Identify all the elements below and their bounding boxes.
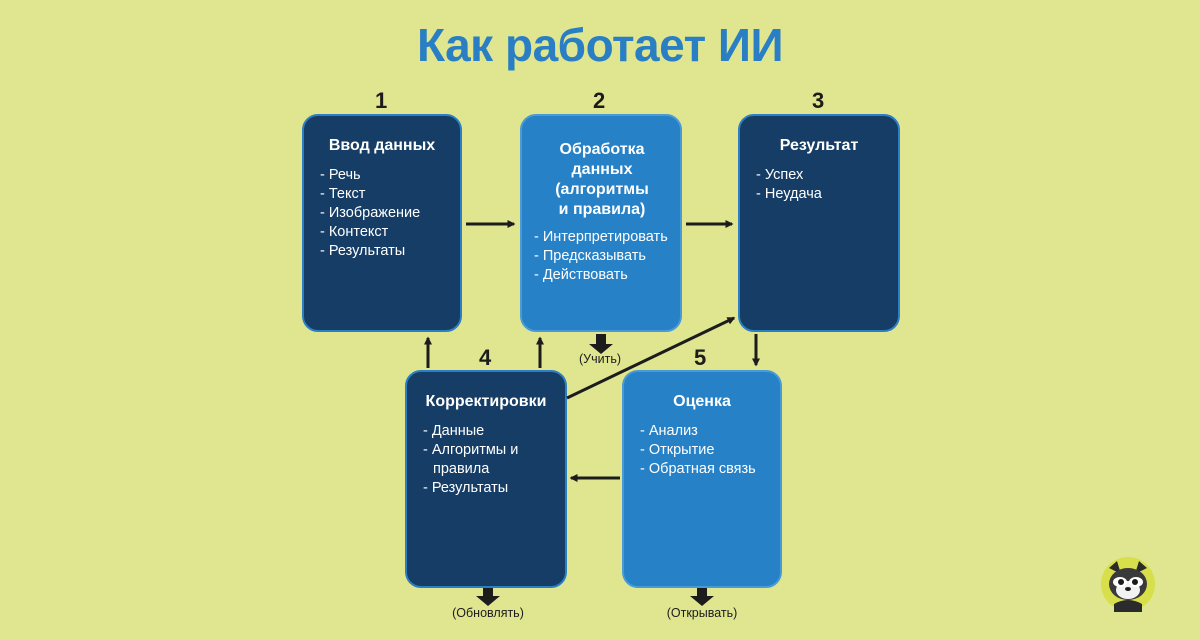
step-heading: Оценка <box>673 393 731 410</box>
step-number-2: 2 <box>593 88 606 113</box>
list-item: Результаты <box>423 479 553 498</box>
arrow-down-discover <box>690 588 714 606</box>
step-box-adjustments: Корректировки Данные Алгоритмы и правила… <box>405 370 567 588</box>
step-heading: Ввод данных <box>328 137 436 154</box>
caption-update: (Обновлять) <box>452 606 524 620</box>
step-box-processing: Обработка данных (алгоритмы и правила) И… <box>520 114 682 332</box>
caption-discover: (Открывать) <box>666 606 738 620</box>
list-item: Изображение <box>320 204 446 223</box>
list-item: Анализ <box>640 422 766 441</box>
arrow-adjustments-to-result <box>566 316 736 400</box>
step-number-1: 1 <box>375 88 388 113</box>
caption-learn: (Учить) <box>579 352 621 366</box>
list-item: Действовать <box>534 266 674 285</box>
raccoon-mascot-icon <box>1101 557 1155 612</box>
step-item-list: Интерпретировать Предсказывать Действова… <box>530 228 674 285</box>
list-item: Неудача <box>756 185 884 204</box>
list-item: Текст <box>320 185 446 204</box>
arrow-down-learn <box>589 334 613 354</box>
arrow-down-update <box>476 588 500 606</box>
step-box-evaluation: Оценка Анализ Открытие Обратная связь <box>622 370 782 588</box>
step-heading: Результат <box>779 137 859 154</box>
step-item-list: Успех Неудача <box>754 166 884 204</box>
list-item: Обратная связь <box>640 460 766 479</box>
list-item: Речь <box>320 166 446 185</box>
page-title: Как работает ИИ <box>416 19 784 71</box>
step-item-list: Речь Текст Изображение Контекст Результа… <box>318 166 446 261</box>
step-number-3: 3 <box>812 88 825 113</box>
list-item: Открытие <box>640 441 766 460</box>
step-heading: Корректировки <box>425 393 547 410</box>
step-item-list: Данные Алгоритмы и правила Результаты <box>421 422 553 498</box>
step-box-result: Результат Успех Неудача <box>738 114 900 332</box>
list-item: Результаты <box>320 242 446 261</box>
step-box-input: Ввод данных Речь Текст Изображение Конте… <box>302 114 462 332</box>
step-number-5: 5 <box>694 345 707 370</box>
list-item: Контекст <box>320 223 446 242</box>
step-heading: Обработка данных (алгоритмы и правила) <box>555 141 649 218</box>
list-item: Алгоритмы и правила <box>423 441 553 479</box>
step-item-list: Анализ Открытие Обратная связь <box>638 422 766 479</box>
list-item: Успех <box>756 166 884 185</box>
list-item: Предсказывать <box>534 247 674 266</box>
list-item: Интерпретировать <box>534 228 674 247</box>
list-item: Данные <box>423 422 553 441</box>
step-number-4: 4 <box>479 345 492 370</box>
